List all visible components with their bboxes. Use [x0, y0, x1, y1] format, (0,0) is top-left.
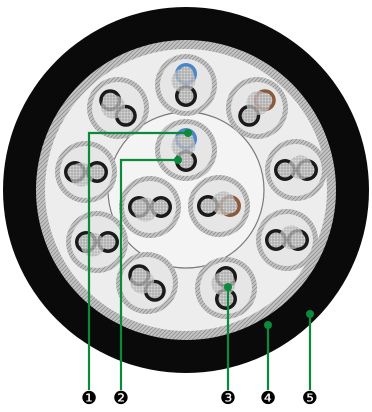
- shielded-pair-12: [188, 175, 250, 237]
- shielded-pair-10: [155, 119, 217, 181]
- callout-1: ❶: [81, 388, 97, 409]
- drain-wire-12: [211, 191, 235, 215]
- drain-wire-6: [279, 225, 303, 249]
- shielded-pair-7: [66, 211, 128, 273]
- drain-wire-4: [288, 155, 312, 179]
- leader-dot-4: [264, 321, 272, 329]
- drain-wire-2: [246, 91, 270, 115]
- shielded-pair-3: [87, 77, 149, 139]
- callout-markers: ❶ ❷ ❸ ❹ ❺: [81, 388, 318, 409]
- drain-wire-11: [134, 198, 158, 222]
- callout-5: ❺: [302, 388, 318, 409]
- leader-dot-1: [184, 129, 192, 137]
- shielded-pair-5: [55, 141, 117, 203]
- callout-4: ❹: [260, 388, 276, 409]
- shielded-pair-8: [116, 252, 178, 314]
- drain-wire-7: [81, 233, 105, 257]
- drain-wire-9: [211, 272, 235, 296]
- callout-3: ❸: [220, 388, 236, 409]
- drain-wire-10: [171, 134, 195, 158]
- shielded-pair-1: [155, 54, 217, 116]
- drain-wire-1: [171, 69, 195, 93]
- shielded-pair-2: [226, 77, 288, 139]
- drain-wire-3: [101, 95, 125, 119]
- shielded-pair-11: [119, 176, 181, 238]
- shielded-pair-4: [265, 139, 327, 201]
- callout-2: ❷: [113, 388, 129, 409]
- leader-dot-5: [306, 310, 314, 318]
- drain-wire-8: [130, 270, 154, 294]
- leader-dot-3: [224, 283, 232, 291]
- shielded-pair-6: [256, 209, 318, 271]
- leader-dot-2: [174, 156, 182, 164]
